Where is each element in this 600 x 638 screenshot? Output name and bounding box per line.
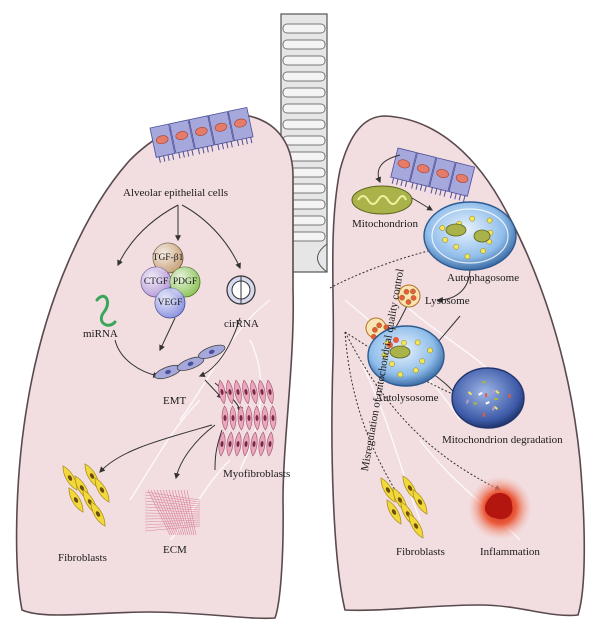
emt-cells-icon	[154, 344, 226, 380]
mirna-icon	[95, 294, 117, 327]
label-inflammation: Inflammation	[480, 546, 540, 558]
label-fibroblasts-right: Fibroblasts	[396, 546, 445, 558]
label-tgf: TGF-β1	[152, 253, 184, 263]
mitochondrion-icon	[351, 185, 413, 215]
label-vegf: VEGF	[157, 298, 183, 308]
fibroblast-icon	[62, 463, 110, 527]
label-mirna: miRNA	[83, 328, 118, 340]
mito-degradation-icon	[451, 367, 525, 429]
label-emt: EMT	[163, 395, 187, 407]
label-myofibroblasts: Myofibroblasts	[223, 468, 291, 480]
label-ecm: ECM	[163, 544, 187, 556]
lysosome-icon	[397, 284, 421, 308]
inflammation-icon	[468, 476, 532, 540]
trachea	[280, 13, 328, 273]
label-cirrna: cirRNA	[224, 318, 259, 330]
label-alveolar-epithelial-cells: Alveolar epithelial cells	[123, 187, 229, 199]
label-lysosome: Lysosome	[425, 295, 470, 307]
autophagosome-icon	[423, 201, 517, 271]
label-ctgf: CTGF	[143, 277, 169, 287]
autolysosome-icon	[367, 325, 445, 387]
cirrna-icon	[226, 275, 256, 305]
fibroblast-icon	[380, 475, 428, 539]
epithelial-cell-icon	[390, 147, 476, 202]
label-autophagosome: Autophagosome	[447, 272, 520, 284]
epithelial-cell-icon	[149, 106, 254, 163]
label-pdgf: PDGF	[172, 277, 198, 287]
label-autolysosome: Autolysosome	[375, 392, 439, 404]
label-mitochondrion-degradation: Mitochondrion degradation	[442, 434, 563, 446]
label-mitochondrion: Mitochondrion	[352, 218, 418, 230]
dotted-arrows	[329, 249, 521, 500]
myofibroblast-icon	[218, 379, 277, 457]
ecm-mesh-icon	[144, 489, 201, 536]
label-fibroblasts-left: Fibroblasts	[58, 552, 107, 564]
growth-factor-cluster	[140, 242, 201, 319]
